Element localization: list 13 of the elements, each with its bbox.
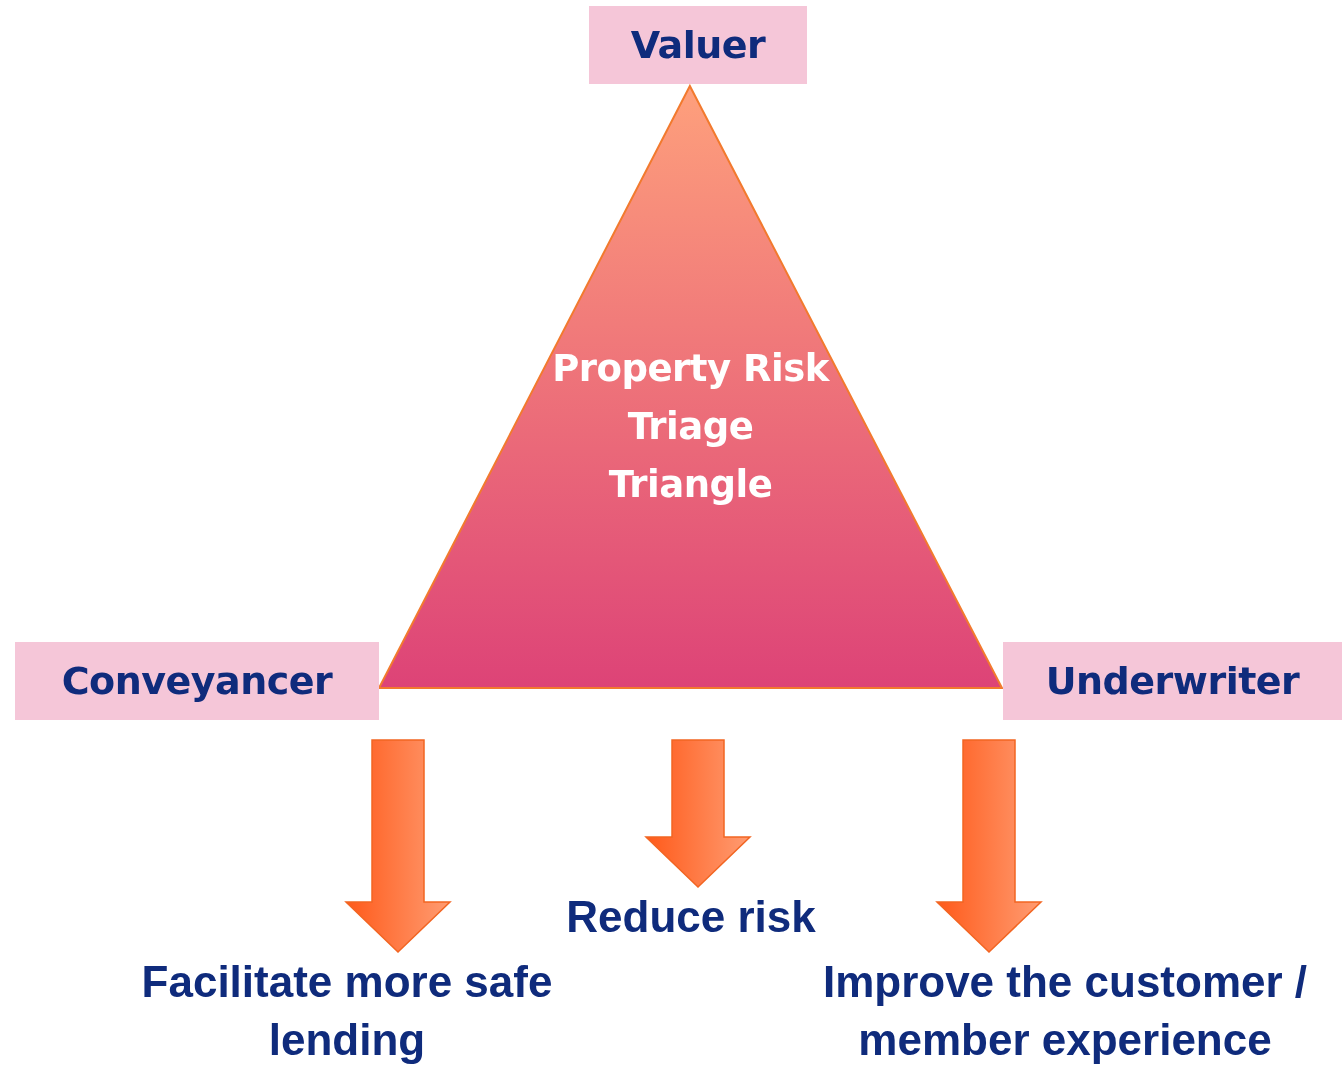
role-label: Conveyancer [61, 659, 333, 703]
block-arrow [344, 739, 452, 954]
role-box [1003, 642, 1342, 720]
role-box [589, 6, 807, 84]
role-label: Underwriter [1045, 659, 1300, 703]
goal-text: Reduce risk [566, 891, 816, 943]
triangle-label: Property Risk Triage Triangle [551, 346, 831, 508]
block-arrow [644, 739, 752, 889]
role-box [15, 642, 379, 720]
block-arrow [935, 739, 1043, 954]
goal-text: Improve the customer / member experience [821, 955, 1309, 1066]
role-label: Valuer [630, 23, 766, 67]
goal-text: Facilitate more safe lending [140, 955, 554, 1066]
